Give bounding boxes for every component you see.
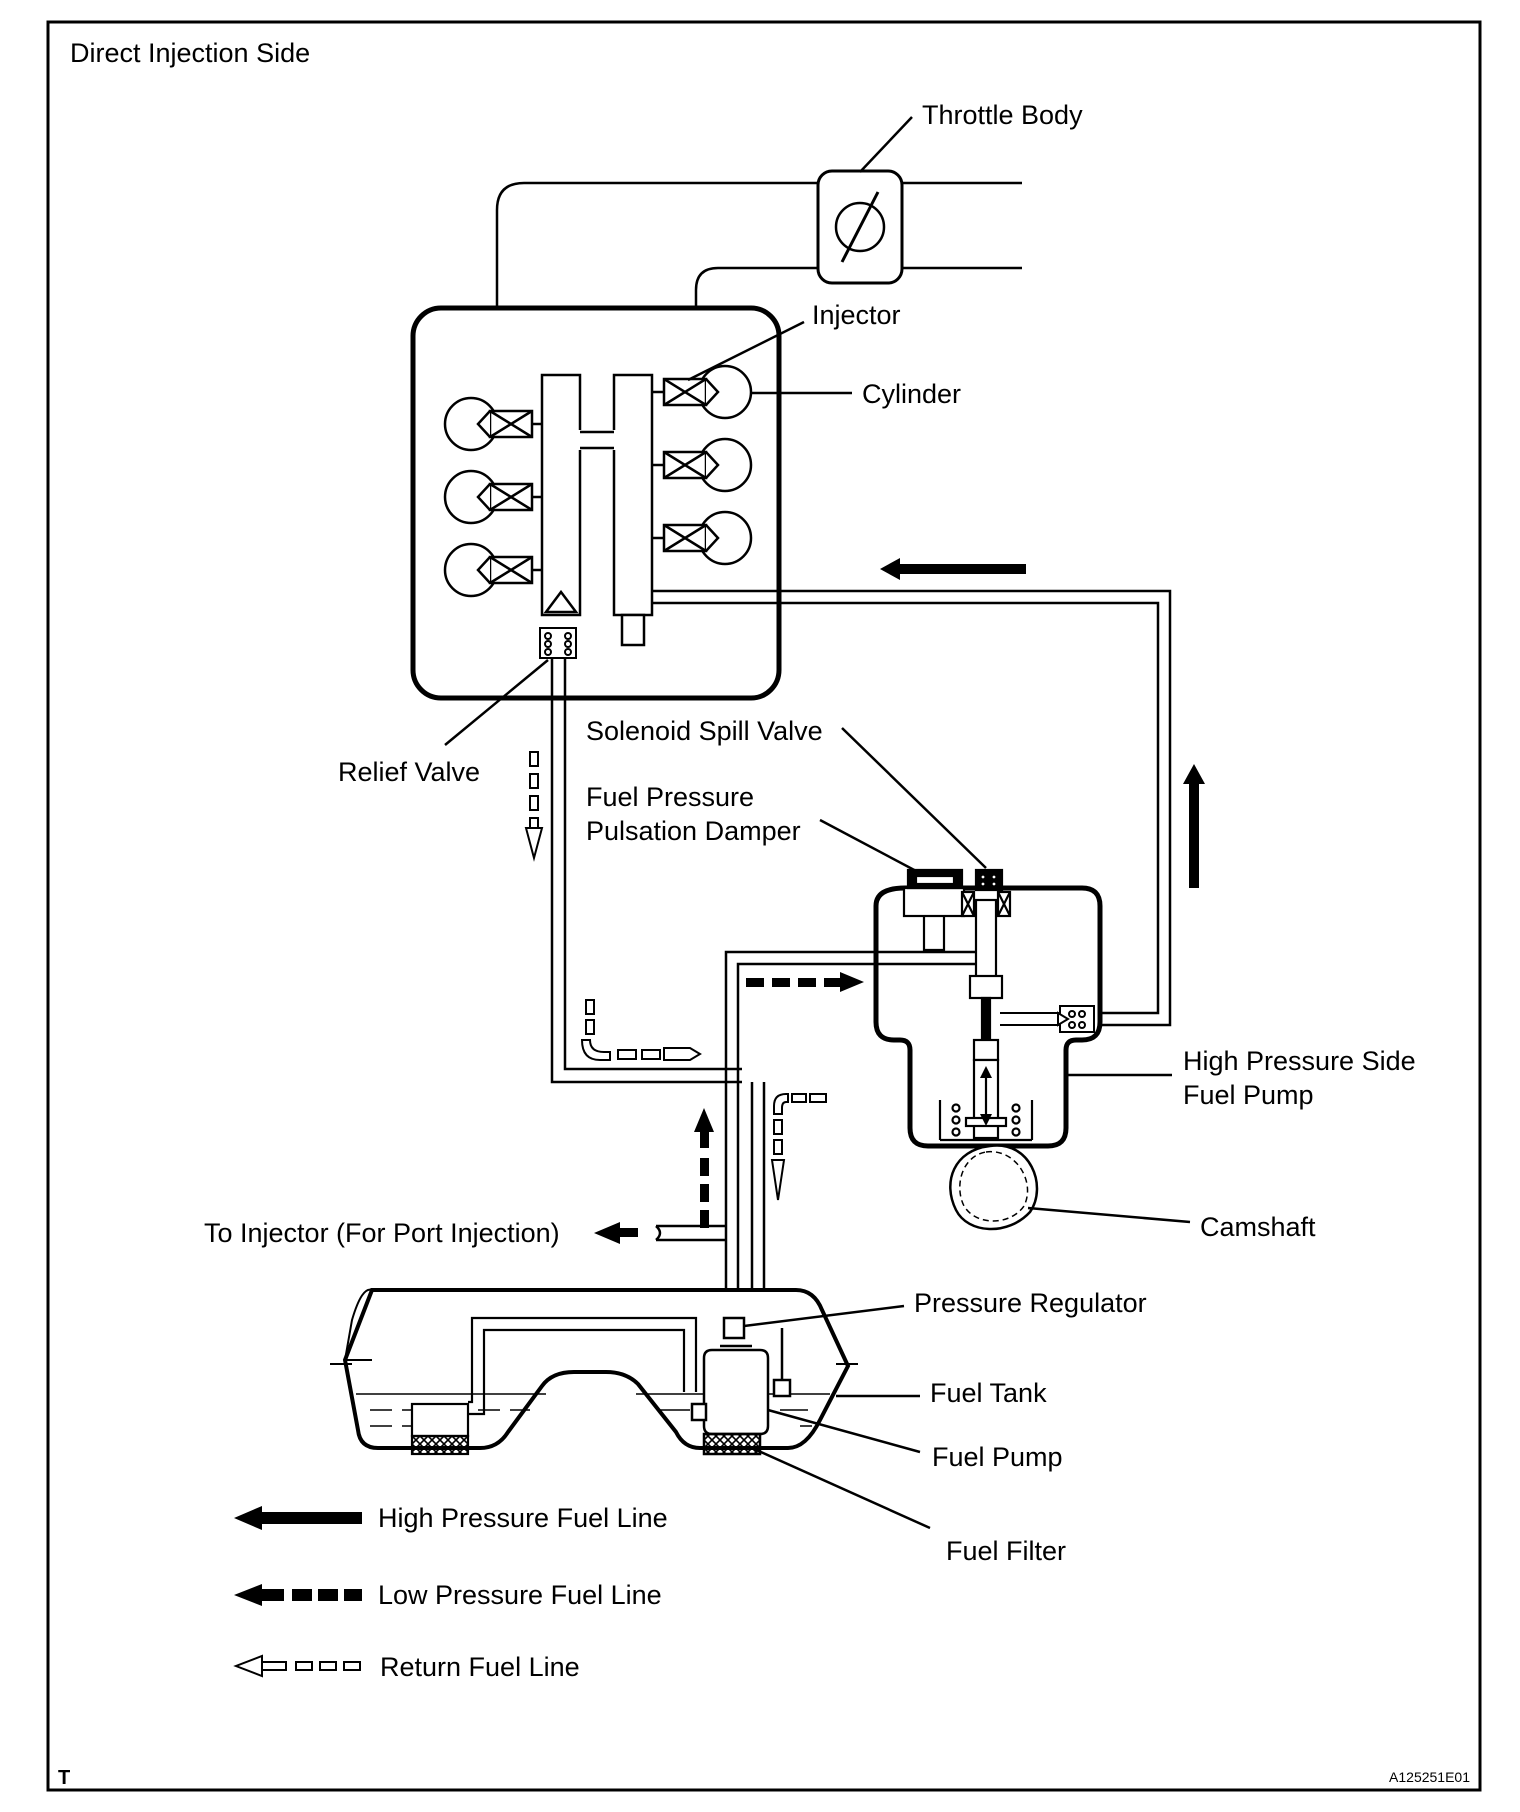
legend-low-pressure-arrow bbox=[234, 1584, 362, 1606]
relief-valve-leader bbox=[444, 659, 549, 746]
solenoid-spill-valve bbox=[960, 868, 1012, 918]
port-injection-branch bbox=[655, 1224, 726, 1242]
fuel-tank-label: Fuel Tank bbox=[930, 1378, 1047, 1408]
in-tank-fuel-pump bbox=[690, 1316, 792, 1456]
fuel-pump-leader bbox=[767, 1408, 921, 1454]
lp-arrow-port bbox=[594, 1222, 638, 1244]
fuel-rails bbox=[540, 373, 654, 647]
legend-return-arrow bbox=[233, 1654, 361, 1678]
legend-high-pressure-label: High Pressure Fuel Line bbox=[378, 1503, 668, 1533]
lp-arrow-horizontal bbox=[746, 972, 864, 992]
legend: High Pressure Fuel Line Low Pressure Fue… bbox=[233, 1503, 668, 1682]
sub-tank-filter bbox=[410, 1402, 470, 1456]
plunger-arrow bbox=[980, 1066, 992, 1126]
pulsation-damper-label-2: Pulsation Damper bbox=[586, 816, 801, 846]
return-pipe bbox=[550, 658, 742, 1084]
throttle-body-label: Throttle Body bbox=[922, 100, 1083, 130]
fuel-filter-leader bbox=[751, 1446, 931, 1530]
throttle-body-leader bbox=[859, 116, 913, 173]
legend-low-pressure-label: Low Pressure Fuel Line bbox=[378, 1580, 662, 1610]
high-pressure-pipe bbox=[652, 589, 1172, 1027]
camshaft-profile bbox=[959, 1151, 1029, 1222]
return-arrow-left bbox=[524, 751, 544, 862]
pulsation-damper-label-1: Fuel Pressure bbox=[586, 782, 754, 812]
left-cylinders bbox=[443, 396, 542, 598]
diagram-frame bbox=[46, 20, 1482, 1792]
pump-internals bbox=[938, 898, 1034, 1142]
injector-leader bbox=[687, 320, 805, 382]
right-cylinders bbox=[652, 364, 753, 566]
return-to-tank-pipe bbox=[750, 1082, 766, 1290]
low-pressure-pipe bbox=[724, 950, 976, 1290]
legend-high-pressure-arrow bbox=[234, 1506, 362, 1530]
cylinder-label: Cylinder bbox=[862, 379, 961, 409]
hp-pump-label-2: Fuel Pump bbox=[1183, 1080, 1314, 1110]
return-arrow-down bbox=[770, 1093, 827, 1201]
page-title: Direct Injection Side bbox=[70, 38, 310, 68]
camshaft-label: Camshaft bbox=[1200, 1212, 1316, 1242]
solenoid-spill-valve-leader bbox=[841, 727, 987, 869]
pressure-regulator-leader bbox=[743, 1304, 905, 1328]
to-injector-port-label: To Injector (For Port Injection) bbox=[204, 1218, 560, 1248]
solenoid-spill-valve-label: Solenoid Spill Valve bbox=[586, 716, 823, 746]
fuel-tank-top bbox=[343, 1288, 373, 1361]
pressure-regulator-label: Pressure Regulator bbox=[914, 1288, 1147, 1318]
camshaft-leader bbox=[1027, 1206, 1191, 1224]
return-arrow-bend bbox=[580, 999, 702, 1061]
transfer-pipe bbox=[468, 1316, 698, 1416]
figure-id: A125251E01 bbox=[1389, 1769, 1470, 1785]
legend-return-label: Return Fuel Line bbox=[380, 1652, 580, 1682]
pump-outlet-check-valve bbox=[1057, 1005, 1095, 1033]
fuel-filter-label: Fuel Filter bbox=[946, 1536, 1066, 1566]
hp-pump-label-1: High Pressure Side bbox=[1183, 1046, 1416, 1076]
relief-valve bbox=[539, 627, 577, 659]
relief-valve-label: Relief Valve bbox=[338, 757, 480, 787]
hp-arrow-right bbox=[1183, 764, 1205, 888]
fuel-pump-label: Fuel Pump bbox=[932, 1442, 1063, 1472]
camshaft bbox=[949, 1144, 1039, 1231]
injector-label: Injector bbox=[812, 300, 901, 330]
lp-arrow-vertical bbox=[694, 1108, 714, 1228]
throttle-body bbox=[495, 169, 1022, 308]
pump-outlet-pipe bbox=[1000, 1012, 1060, 1026]
hp-arrow-top bbox=[880, 558, 1026, 580]
corner-mark: T bbox=[58, 1767, 70, 1789]
pulsation-damper-leader bbox=[819, 818, 919, 874]
